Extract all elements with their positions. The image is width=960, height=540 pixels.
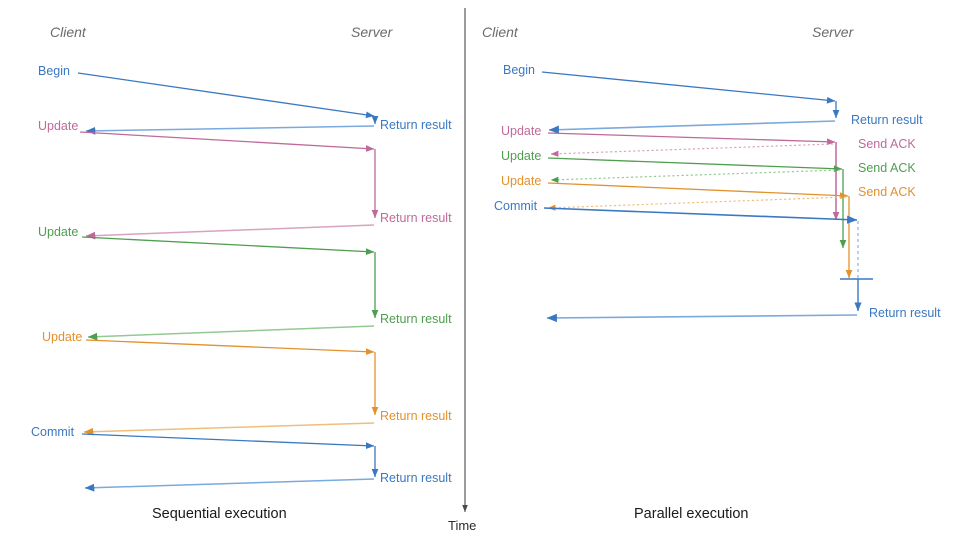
right-actor-server: Server (812, 24, 854, 40)
msg-request-update-2 (81, 236, 375, 255)
p-msg-request-commit (543, 207, 858, 224)
msg-response-begin (85, 125, 375, 135)
right-label-return-2: Return result (869, 306, 941, 320)
p-msg-request-update-3 (547, 182, 849, 200)
left-label-return-3: Return result (380, 312, 452, 326)
right-label-commit: Commit (494, 199, 538, 213)
left-label-update-3: Update (42, 330, 83, 344)
time-axis-label: Time (448, 518, 477, 533)
left-label-update-1: Update (38, 119, 79, 133)
right-panel-messages (541, 71, 873, 323)
right-label-ack-2: Send ACK (858, 161, 916, 175)
left-label-return-4: Return result (380, 409, 452, 423)
left-panel-caption: Sequential execution (152, 506, 287, 522)
left-panel-messages (77, 72, 379, 492)
right-label-update-2: Update (501, 149, 542, 163)
right-label-return-1: Return result (851, 113, 923, 127)
left-label-update-2: Update (38, 225, 79, 239)
left-label-return-1: Return result (380, 118, 452, 132)
left-actor-client: Client (50, 24, 86, 40)
left-label-return-2: Return result (380, 211, 452, 225)
right-label-ack-3: Send ACK (858, 185, 916, 199)
msg-response-update-3 (83, 422, 375, 436)
msg-request-commit (81, 433, 375, 450)
left-label-begin: Begin (38, 64, 70, 78)
right-label-update-1: Update (501, 124, 542, 138)
right-label-begin: Begin (503, 63, 535, 77)
msg-response-commit (84, 478, 375, 492)
p-msg-request-begin (541, 71, 836, 104)
msg-request-update-3 (85, 339, 375, 356)
p-msg-response-begin (548, 120, 836, 134)
msg-response-update-2 (87, 325, 375, 341)
left-actor-server: Server (351, 24, 393, 40)
left-label-commit: Commit (31, 425, 75, 439)
msg-request-begin (77, 72, 375, 119)
right-actor-client: Client (482, 24, 518, 40)
p-ack-update-3 (547, 196, 847, 211)
p-msg-request-update-2 (547, 157, 843, 173)
right-label-ack-1: Send ACK (858, 137, 916, 151)
msg-response-update-1 (85, 224, 375, 240)
msg-request-update-1 (79, 131, 375, 152)
p-ack-update-2 (550, 169, 841, 183)
p-msg-response-commit (546, 313, 858, 323)
p-msg-request-update-1 (547, 132, 836, 146)
right-label-update-3: Update (501, 174, 542, 188)
left-label-return-5: Return result (380, 471, 452, 485)
right-panel-caption: Parallel execution (634, 506, 749, 522)
p-ack-update-1 (550, 143, 834, 157)
